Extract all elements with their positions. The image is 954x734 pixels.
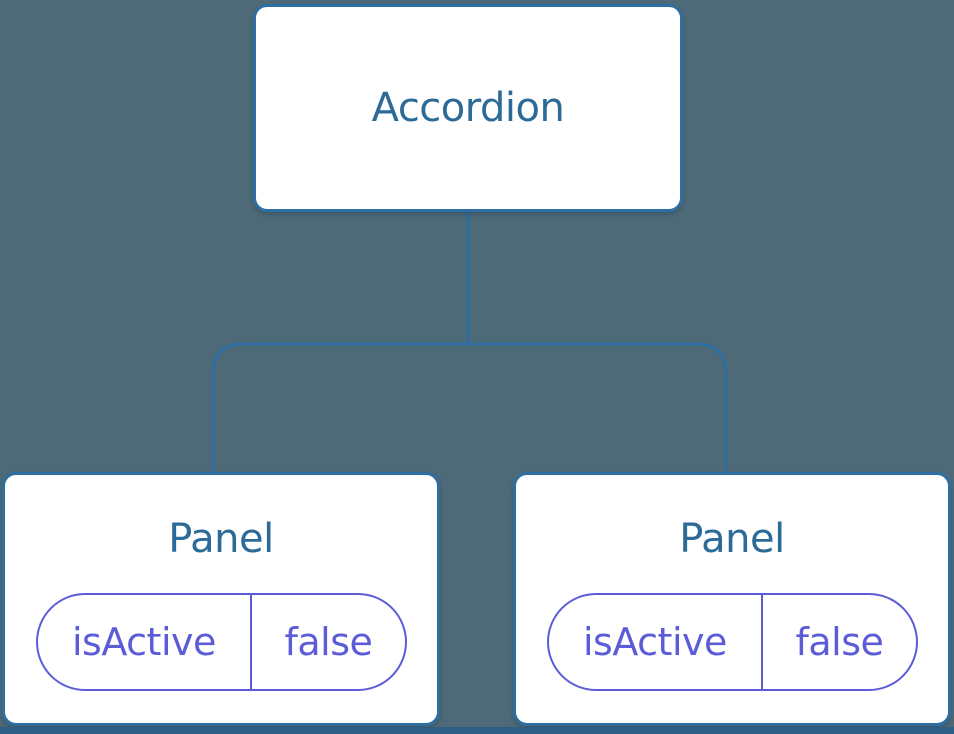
prop-name: isActive [582,620,727,664]
connector-branches [211,342,728,473]
prop-value: false [761,595,915,689]
panel-node-right: Panel isActive false [513,472,951,726]
accordion-node: Accordion [253,4,683,212]
bottom-edge-strip [0,727,954,734]
accordion-node-label: Accordion [371,85,565,131]
panel-node-label: Panel [679,516,785,562]
panel-node-left: Panel isActive false [2,472,440,726]
prop-value: false [250,595,404,689]
panel-node-label: Panel [168,516,274,562]
prop-name: isActive [71,620,216,664]
prop-pill: isActive false [35,593,407,691]
prop-pill: isActive false [546,593,918,691]
